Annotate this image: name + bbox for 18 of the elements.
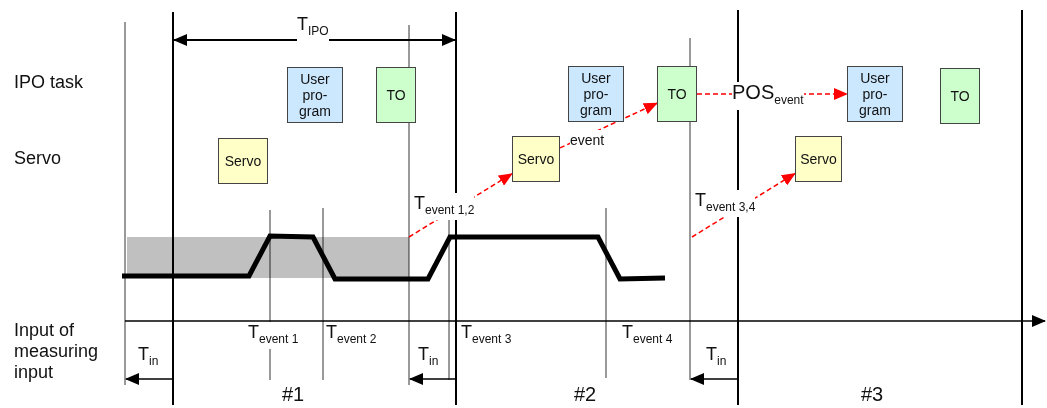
task-box: TO: [940, 68, 980, 124]
task-box: TO: [657, 66, 697, 122]
task-box: Servo: [512, 136, 560, 182]
task-box: Servo: [795, 136, 842, 182]
edge-label: T$_{event 1,2}$: [414, 193, 475, 220]
task-box: User pro- gram: [847, 66, 903, 122]
cycle-number: #2: [574, 384, 597, 404]
edge-label: POS$_{event}$: [732, 82, 804, 110]
time-label: T$_{event 1}$: [248, 322, 299, 349]
task-box: TO: [376, 67, 416, 123]
row-label: Input of measuring input: [14, 320, 100, 383]
dimension-label: T$_{IPO}$: [297, 14, 329, 41]
task-box: Servo: [218, 138, 268, 184]
task-box: User pro- gram: [568, 66, 624, 122]
task-box: User pro- gram: [287, 67, 343, 123]
edge-label: T$_{event 3,4}$: [695, 190, 756, 217]
cycle-number: #3: [861, 384, 884, 404]
cycle-number: #1: [282, 384, 305, 404]
